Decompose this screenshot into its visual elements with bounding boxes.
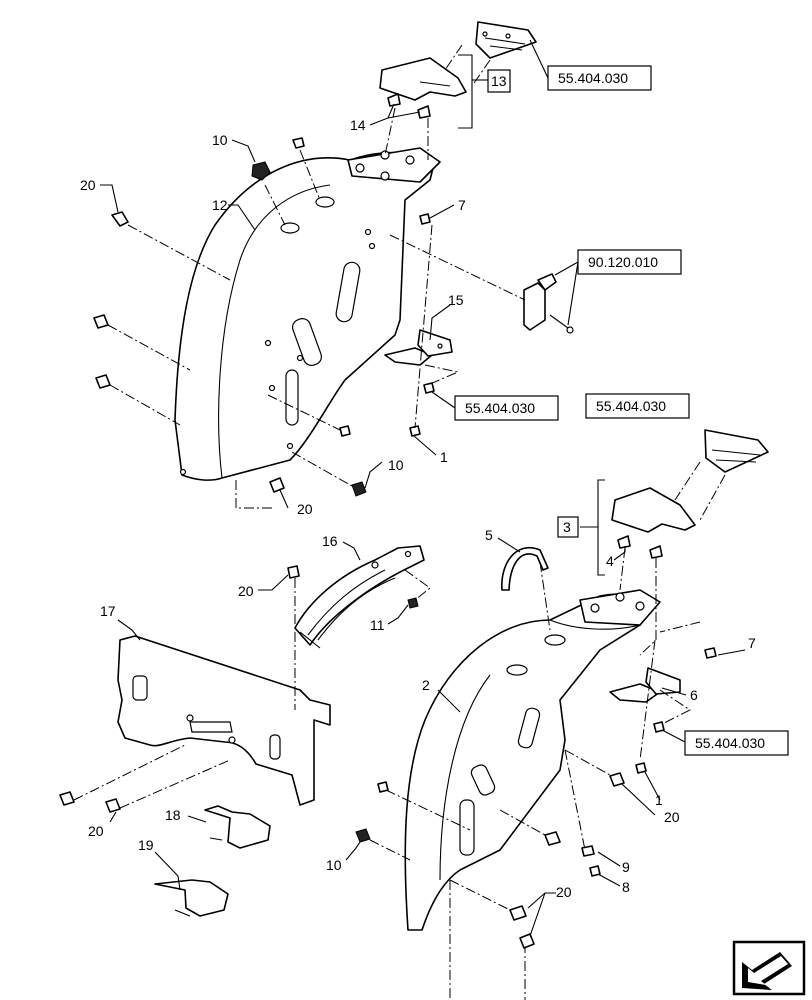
ref-left-wiring-label: 55.404.030 xyxy=(465,400,535,416)
panel-17 xyxy=(117,635,331,806)
fasteners-upper xyxy=(93,137,435,497)
bracket-assembly xyxy=(523,273,574,334)
ref-right-light[interactable]: 55.404.030 xyxy=(585,393,690,419)
ref-right-light-label: 55.404.030 xyxy=(596,398,666,414)
callout-18: 18 xyxy=(165,807,181,823)
right-light-assembly xyxy=(611,429,769,559)
callout-11: 11 xyxy=(370,617,385,633)
callout-13: 13 xyxy=(491,73,507,89)
ref-right-wiring[interactable]: 55.404.030 xyxy=(684,730,789,756)
top-light-assembly xyxy=(379,21,537,119)
callout-19: 19 xyxy=(138,837,154,853)
callout-16: 16 xyxy=(322,533,338,549)
callout-15: 15 xyxy=(448,292,464,308)
callout-12: 12 xyxy=(212,197,228,213)
callout-17: 17 xyxy=(100,603,116,619)
callout-20: 20 xyxy=(80,177,96,193)
callout-1: 1 xyxy=(655,792,663,808)
callout-4: 4 xyxy=(606,553,614,569)
callout-10: 10 xyxy=(212,132,228,148)
callout-7: 7 xyxy=(748,635,756,651)
bracket-15 xyxy=(384,329,453,366)
ref-top-light[interactable]: 55.404.030 xyxy=(547,65,652,91)
callout-13-box: 13 xyxy=(487,69,511,93)
callout-20: 20 xyxy=(664,809,680,825)
fasteners-lower xyxy=(355,647,717,949)
callout-10: 10 xyxy=(326,857,342,873)
assembly-lines-upper xyxy=(107,44,526,509)
callout-8: 8 xyxy=(622,879,630,895)
support-16 xyxy=(294,545,425,649)
callout-3: 3 xyxy=(563,519,571,535)
leader-lines xyxy=(100,39,746,937)
bracket-6 xyxy=(609,667,681,703)
clip-18 xyxy=(204,805,271,849)
callout-5: 5 xyxy=(485,527,493,543)
callout-7: 7 xyxy=(458,197,466,213)
left-fender xyxy=(174,147,441,481)
clip-19 xyxy=(154,879,229,917)
ref-bracket[interactable]: 90.120.010 xyxy=(577,249,682,275)
callout-1: 1 xyxy=(440,449,448,465)
handle-5 xyxy=(501,547,549,591)
callout-2: 2 xyxy=(422,677,430,693)
ref-left-wiring[interactable]: 55.404.030 xyxy=(454,395,559,421)
callout-20: 20 xyxy=(238,583,254,599)
callout-14: 14 xyxy=(350,117,366,133)
fasteners-middle xyxy=(59,565,431,813)
callout-3-box: 3 xyxy=(557,516,579,538)
callout-20: 20 xyxy=(88,823,104,839)
right-fender xyxy=(404,589,661,931)
callout-9: 9 xyxy=(622,859,630,875)
ref-right-wiring-label: 55.404.030 xyxy=(695,735,765,751)
callout-10: 10 xyxy=(388,457,404,473)
callout-20: 20 xyxy=(297,501,313,517)
ref-bracket-label: 90.120.010 xyxy=(588,254,658,270)
callouts: 10 20 12 14 13 7 15 1 10 20 16 20 17 11 … xyxy=(80,69,756,900)
assembly-lines-lower xyxy=(369,461,726,1000)
ref-top-light-label: 55.404.030 xyxy=(558,70,628,86)
callout-6: 6 xyxy=(690,687,698,703)
arrow-navigation-icon[interactable] xyxy=(732,940,806,996)
callout-20: 20 xyxy=(556,884,572,900)
